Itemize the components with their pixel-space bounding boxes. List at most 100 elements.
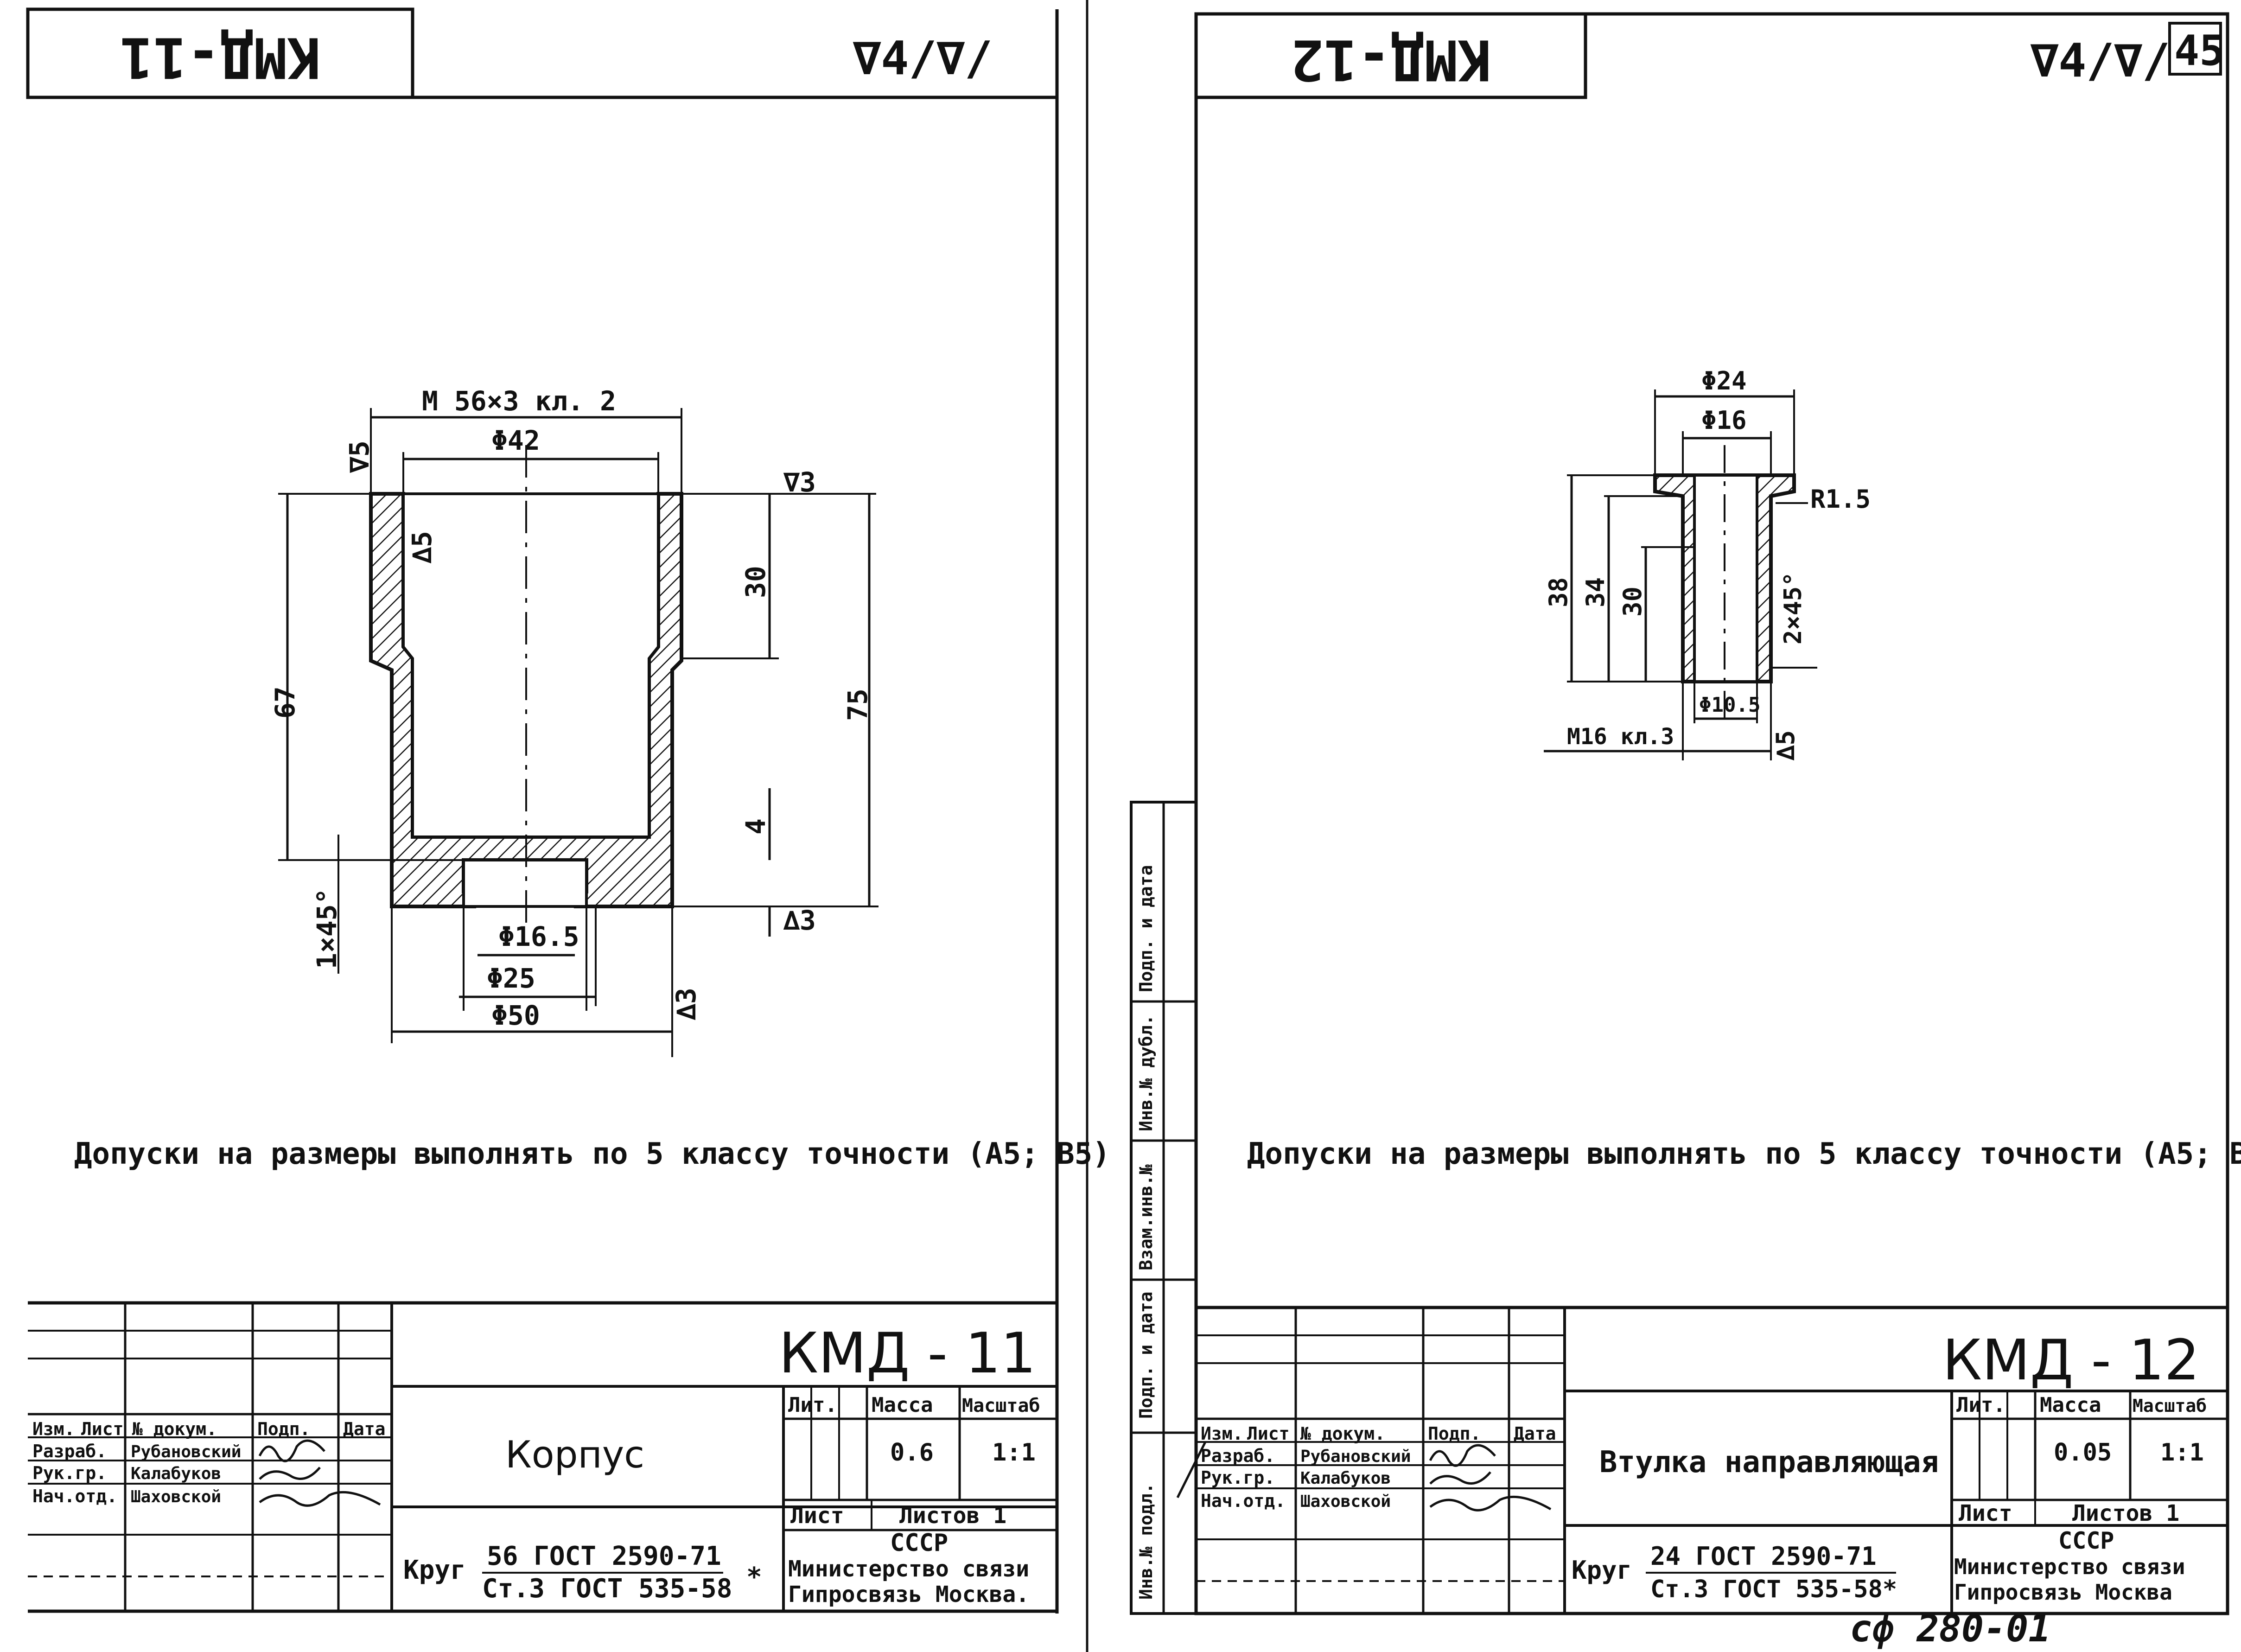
stamp-field: Инв.№ дубл. xyxy=(1136,1014,1156,1131)
stamp-field: Взам.инв.№ xyxy=(1136,1164,1156,1270)
tb-code: КМД - 12 xyxy=(1942,1328,2200,1393)
tb-org2: Министерство связи xyxy=(1954,1554,2185,1579)
dim-thread: М 56×3 кл. 2 xyxy=(422,385,616,417)
dim-d50: Φ50 xyxy=(491,1000,540,1031)
tb-col-list: Лист xyxy=(81,1419,124,1439)
tb-h-mass: Масса xyxy=(2040,1393,2101,1417)
title-block: КМД - 12 Втулка направляющая Лит. Масса … xyxy=(1176,1306,2228,1614)
rough-5-top: ∇5 xyxy=(344,440,375,473)
tb-role-2: Рук.гр. xyxy=(1201,1467,1275,1488)
tb-material1: Круг xyxy=(1572,1556,1632,1585)
dim-d16-5: Φ16.5 xyxy=(498,921,579,952)
tb-role-3: Нач.отд. xyxy=(1201,1491,1286,1511)
tb-sheets: Листов 1 xyxy=(2072,1500,2179,1526)
dim-chamfer: 1×45° xyxy=(311,888,343,969)
tb-org1: СССР xyxy=(2058,1527,2114,1554)
tb-col-izm: Изм. xyxy=(1201,1423,1243,1444)
tb-org1: СССР xyxy=(890,1529,948,1557)
tb-col-doc: № докум. xyxy=(1300,1423,1385,1444)
tolerance-note: Допуски на размеры выполнять по 5 классу… xyxy=(1247,1137,2241,1171)
rough-3-bottom: ∆3 xyxy=(783,905,816,936)
tb-person-1: Рубановский xyxy=(1300,1447,1411,1466)
tb-sheet: Лист xyxy=(1959,1500,2012,1526)
part-drawing: Φ24 Φ16 R1.5 38 34 30 2×45° Φ10.5 xyxy=(1544,366,1871,761)
signature xyxy=(259,1491,381,1507)
tb-code: КМД - 11 xyxy=(779,1321,1036,1386)
dim-h34: 34 xyxy=(1581,577,1610,607)
tb-h-scale: Масштаб xyxy=(962,1395,1040,1416)
tb-role-1: Разраб. xyxy=(32,1441,107,1461)
tb-col-doc: № докум. xyxy=(132,1419,217,1439)
tb-org3: Гипросвязь Москва xyxy=(1954,1580,2172,1605)
tb-material3: Ст.3 ГОСТ 535-58* xyxy=(1650,1575,1897,1603)
tb-sheets: Листов 1 xyxy=(899,1503,1006,1529)
tb-role-3: Нач.отд. xyxy=(32,1486,117,1506)
archive-code: сф 280-01 xyxy=(1850,1607,2050,1650)
dim-h30: 30 xyxy=(1618,587,1647,617)
tb-person-3: Шаховской xyxy=(131,1487,221,1506)
tb-scale: 1:1 xyxy=(992,1439,1036,1467)
tb-person-2: Калабуков xyxy=(1300,1469,1391,1488)
tolerance-note: Допуски на размеры выполнять по 5 классу… xyxy=(74,1137,1110,1171)
tb-name: Корпус xyxy=(505,1433,644,1476)
tb-col-date: Дата xyxy=(1514,1423,1556,1444)
right-sheet: КМД-12 ∇4/∇/ 45 Φ24 Φ16 R1.5 38 xyxy=(1176,12,2241,1650)
tb-material3: Ст.3 ГОСТ 535-58 xyxy=(482,1574,732,1604)
dim-h4: 4 xyxy=(740,818,771,835)
stamp-field: Подп. и дата xyxy=(1136,1291,1156,1419)
tb-role-1: Разраб. xyxy=(1201,1446,1275,1466)
dim-h38: 38 xyxy=(1544,577,1573,607)
tb-sheet: Лист xyxy=(790,1503,844,1529)
dim-thread: М16 кл.3 xyxy=(1567,724,1674,750)
dim-h75: 75 xyxy=(842,689,873,721)
tb-col-date: Дата xyxy=(343,1419,386,1439)
left-sheet: КМД-11 ∇4/∇/ М 56×3 кл. 2 Φ42 ∇5 ∆5 ∇3 xyxy=(26,7,1110,1614)
roughness-mark: ∇4/∇/ xyxy=(853,31,993,85)
top-label: КМД-12 xyxy=(1290,27,1491,91)
rough-5-inner: ∆5 xyxy=(406,531,438,564)
dim-h30: 30 xyxy=(740,566,771,598)
tb-org3: Гипросвязь Москва. xyxy=(788,1582,1029,1607)
signature xyxy=(258,1439,325,1462)
tb-org2: Министерство связи xyxy=(788,1556,1029,1582)
tb-h-lit: Лит. xyxy=(788,1393,837,1417)
rough-3-top: ∇3 xyxy=(783,466,816,498)
rough-5: ∆5 xyxy=(1771,730,1800,761)
tb-mass: 0.6 xyxy=(890,1439,934,1467)
tb-material2: 56 ГОСТ 2590-71 xyxy=(487,1541,721,1571)
title-block: КМД - 11 Корпус Лит. Масса Масштаб 0.6 1… xyxy=(28,1301,1057,1611)
tb-name: Втулка направляющая xyxy=(1599,1445,1939,1480)
tb-person-1: Рубановский xyxy=(131,1442,241,1461)
dim-h67: 67 xyxy=(269,686,301,719)
tb-material2: 24 ГОСТ 2590-71 xyxy=(1650,1542,1877,1571)
tb-col-izm: Изм. xyxy=(32,1419,75,1439)
stamp-field: Подп. и дата xyxy=(1136,865,1156,992)
sheet-number: 45 xyxy=(2174,26,2224,75)
tb-h-lit: Лит. xyxy=(1956,1393,2005,1417)
tb-person-3: Шаховской xyxy=(1300,1492,1391,1511)
signature xyxy=(1429,1495,1552,1512)
dim-d10-5: Φ10.5 xyxy=(1699,693,1760,717)
dim-d24: Φ24 xyxy=(1701,366,1747,395)
stamp-field: Инв.№ подл. xyxy=(1136,1483,1156,1600)
tb-scale: 1:1 xyxy=(2160,1439,2204,1467)
side-stamp: Инв.№ подл. Подп. и дата Взам.инв.№ Инв.… xyxy=(1130,801,1197,1615)
tb-col-sign: Подп. xyxy=(257,1419,310,1439)
signature xyxy=(1429,1471,1491,1485)
dim-radius: R1.5 xyxy=(1810,485,1871,514)
tb-material1: Круг xyxy=(403,1555,466,1585)
tb-h-mass: Масса xyxy=(872,1393,933,1417)
tb-mass: 0.05 xyxy=(2054,1439,2112,1467)
tb-col-list: Лист xyxy=(1247,1423,1290,1444)
dim-d42: Φ42 xyxy=(491,425,540,456)
tb-person-2: Калабуков xyxy=(131,1464,221,1483)
signature xyxy=(259,1467,321,1480)
tb-h-scale: Масштаб xyxy=(2133,1396,2207,1416)
dim-chamfer: 2×45° xyxy=(1779,572,1807,644)
tb-material-star: * xyxy=(746,1562,762,1592)
tb-role-2: Рук.гр. xyxy=(32,1463,107,1483)
roughness-mark: ∇4/∇/ xyxy=(2030,33,2170,88)
dim-d16: Φ16 xyxy=(1701,406,1747,435)
part-drawing: М 56×3 кл. 2 Φ42 ∇5 ∆5 ∇3 67 30 75 4 ∆3 xyxy=(269,385,879,1057)
